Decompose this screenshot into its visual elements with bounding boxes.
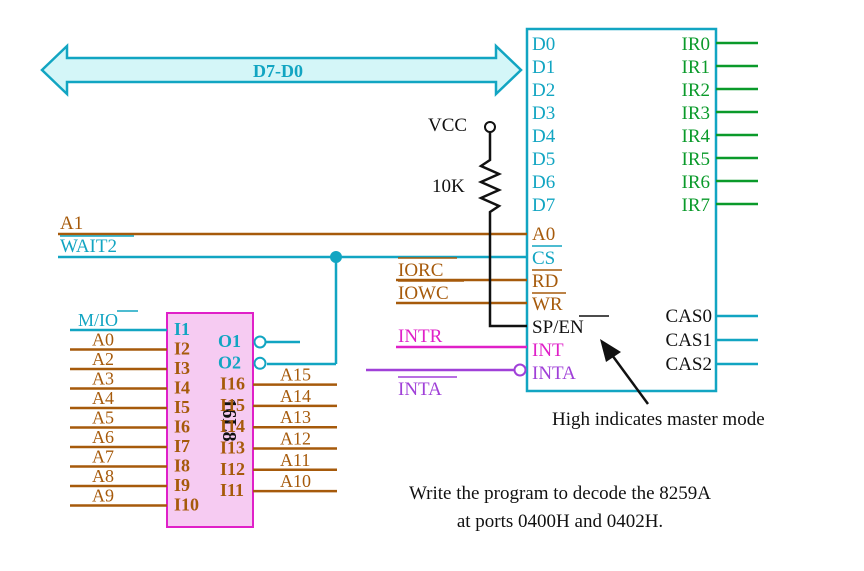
pld-pin-i7: I7 — [174, 436, 190, 456]
pld-input-signal-label: A6 — [92, 427, 114, 447]
pin-d3-label: D3 — [532, 103, 555, 124]
pld-pin-i8: I8 — [174, 456, 190, 476]
pin-int-label: INT — [532, 340, 564, 361]
pin-cas2-label: CAS2 — [666, 354, 712, 375]
pin-ir4-label: IR4 — [682, 126, 711, 147]
instruction-line-1: Write the program to decode the 8259A — [409, 483, 711, 504]
pin-ir5-label: IR5 — [682, 149, 711, 170]
pld-pin-i2: I2 — [174, 339, 190, 359]
pld-16l8-chip — [166, 312, 254, 528]
pld-input-signal-label: A0 — [92, 330, 114, 350]
pin-ir1-label: IR1 — [682, 57, 711, 78]
pld-address-label: A13 — [280, 407, 311, 427]
control-wires — [58, 232, 527, 377]
pld-output-bubble — [253, 356, 267, 370]
pin-d7-label: D7 — [532, 195, 555, 216]
pld-name-label: 16L8 — [218, 398, 240, 441]
signal-labels: A1 WAIT2 IORC IOWC INTR INTA — [60, 213, 464, 400]
pin-wr-label: WR — [532, 294, 563, 315]
pld-pin-i4: I4 — [174, 378, 190, 398]
pin-d5-label: D5 — [532, 149, 555, 170]
pld-address-label: A12 — [280, 429, 311, 449]
inta-bubble — [513, 363, 527, 377]
pin-inta-label: INTA — [532, 363, 576, 384]
data-bus-label: D7-D0 — [253, 61, 303, 81]
pullup-resistor: VCC 10K — [428, 115, 527, 328]
pld-pin-o2: O2 — [218, 352, 241, 372]
pld-address-label: A10 — [280, 471, 311, 491]
pin-ir2-label: IR2 — [682, 80, 711, 101]
pld-pin-i12: I12 — [220, 459, 245, 479]
pin-ir6-label: IR6 — [682, 172, 711, 193]
annotation-text: High indicates master mode — [552, 409, 765, 430]
pld-pin-i16: I16 — [220, 374, 245, 394]
vcc-terminal — [484, 121, 496, 133]
pin-cas1-label: CAS1 — [666, 330, 712, 351]
pld-pin-i10: I10 — [174, 495, 199, 515]
vcc-label: VCC — [428, 115, 467, 136]
wait2-label: WAIT2 — [60, 236, 117, 257]
pld-pin-i6: I6 — [174, 417, 190, 437]
pic-control-pins: A0 CS RD WR SP/EN INT INTA — [532, 224, 609, 384]
a1-label: A1 — [60, 213, 83, 234]
resistor-zigzag — [477, 132, 527, 328]
pld-input-signal-label: M/IO — [78, 310, 118, 330]
pld-address-label: A15 — [280, 365, 311, 385]
pld-address-label: A11 — [280, 450, 310, 470]
instruction-line-2: at ports 0400H and 0402H. — [457, 511, 663, 532]
pld-pin-i9: I9 — [174, 475, 190, 495]
pin-a0-label: A0 — [532, 224, 555, 245]
pld-pin-o1: O1 — [218, 331, 241, 351]
pld-input-signal-label: A2 — [92, 349, 114, 369]
pin-ir3-label: IR3 — [682, 103, 711, 124]
pld-pin-i11: I11 — [220, 480, 244, 500]
pin-cas0-label: CAS0 — [666, 306, 712, 327]
pic-8259a-chip — [525, 27, 718, 393]
pld-input-signal-label: A4 — [92, 388, 114, 408]
pld-pin-i15: I15 — [220, 395, 245, 415]
pld-input-signal-label: A7 — [92, 447, 114, 467]
iowc-label: IOWC — [398, 283, 449, 304]
pin-rd-label: RD — [532, 271, 558, 292]
inta-label: INTA — [398, 379, 442, 400]
pin-cs-label: CS — [532, 248, 555, 269]
data-bus-arrow — [40, 43, 523, 97]
pin-d4-label: D4 — [532, 126, 556, 147]
pin-ir7-label: IR7 — [682, 195, 711, 216]
pld-input-signal-label: A9 — [92, 486, 114, 506]
pld-input-signal-label: A3 — [92, 369, 114, 389]
iorc-label: IORC — [398, 260, 443, 281]
pin-d0-label: D0 — [532, 34, 555, 55]
pld-address-label: A14 — [280, 386, 311, 406]
pin-sp-en-label: SP/EN — [532, 317, 584, 338]
pld-pin-i5: I5 — [174, 397, 190, 417]
pld-pin-i3: I3 — [174, 358, 190, 378]
pin-d6-label: D6 — [532, 172, 555, 193]
pin-ir0-label: IR0 — [682, 34, 711, 55]
annotation-arrowhead — [600, 339, 621, 362]
pld-pin-i14: I14 — [220, 416, 245, 436]
pld-pin-i1: I1 — [174, 319, 190, 339]
pin-d1-label: D1 — [532, 57, 555, 78]
pld-output-bubble — [253, 335, 267, 349]
pin-d2-label: D2 — [532, 80, 555, 101]
pld-input-signal-label: A5 — [92, 408, 114, 428]
resistor-value-label: 10K — [432, 176, 465, 197]
intr-label: INTR — [398, 326, 443, 347]
annotation-arrow — [610, 354, 650, 405]
pld-pin-i13: I13 — [220, 438, 245, 458]
pld-input-signal-label: A8 — [92, 466, 114, 486]
